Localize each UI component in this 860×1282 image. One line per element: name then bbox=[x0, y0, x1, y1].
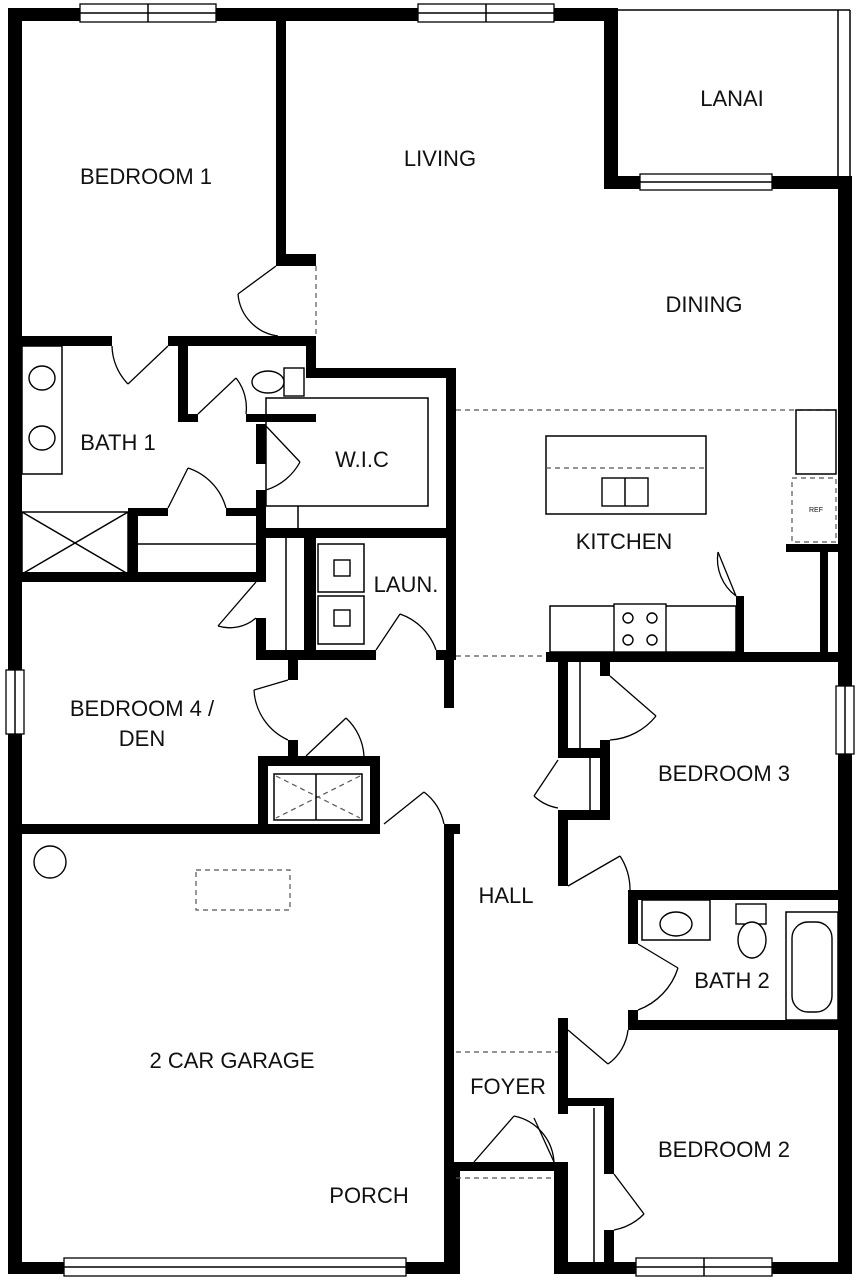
room-bath-2: BATH 2 bbox=[694, 968, 769, 993]
fixtures bbox=[21, 345, 839, 1262]
refrigerator-label: REF bbox=[809, 507, 823, 514]
room-lanai: LANAI bbox=[700, 86, 764, 111]
dashed-lines bbox=[195, 266, 836, 1179]
room-kitchen: KITCHEN bbox=[576, 529, 673, 554]
room-living: LIVING bbox=[404, 146, 476, 171]
room-bedroom-4-line-1: BEDROOM 4 / bbox=[70, 696, 215, 721]
room-hall: HALL bbox=[478, 883, 533, 908]
lanai-edges bbox=[618, 9, 851, 176]
room-bath-1: BATH 1 bbox=[80, 430, 155, 455]
room-walk-in-closet: W.I.C bbox=[335, 447, 389, 472]
room-labels: BEDROOM 1 LIVING LANAI DINING BATH 1 W.I… bbox=[70, 86, 790, 1208]
exterior-walls bbox=[8, 8, 852, 1274]
room-foyer: FOYER bbox=[470, 1074, 546, 1099]
room-porch: PORCH bbox=[329, 1183, 408, 1208]
interior-walls bbox=[8, 8, 852, 1274]
windows bbox=[5, 3, 855, 1277]
room-dining: DINING bbox=[666, 292, 743, 317]
room-bedroom-1: BEDROOM 1 bbox=[80, 164, 212, 189]
room-bedroom-2: BEDROOM 2 bbox=[658, 1137, 790, 1162]
room-laundry: LAUN. bbox=[374, 572, 439, 597]
room-bedroom-4-line-2: DEN bbox=[119, 726, 165, 751]
doors bbox=[111, 265, 737, 1231]
room-garage: 2 CAR GARAGE bbox=[149, 1048, 314, 1073]
room-bedroom-3: BEDROOM 3 bbox=[658, 761, 790, 786]
